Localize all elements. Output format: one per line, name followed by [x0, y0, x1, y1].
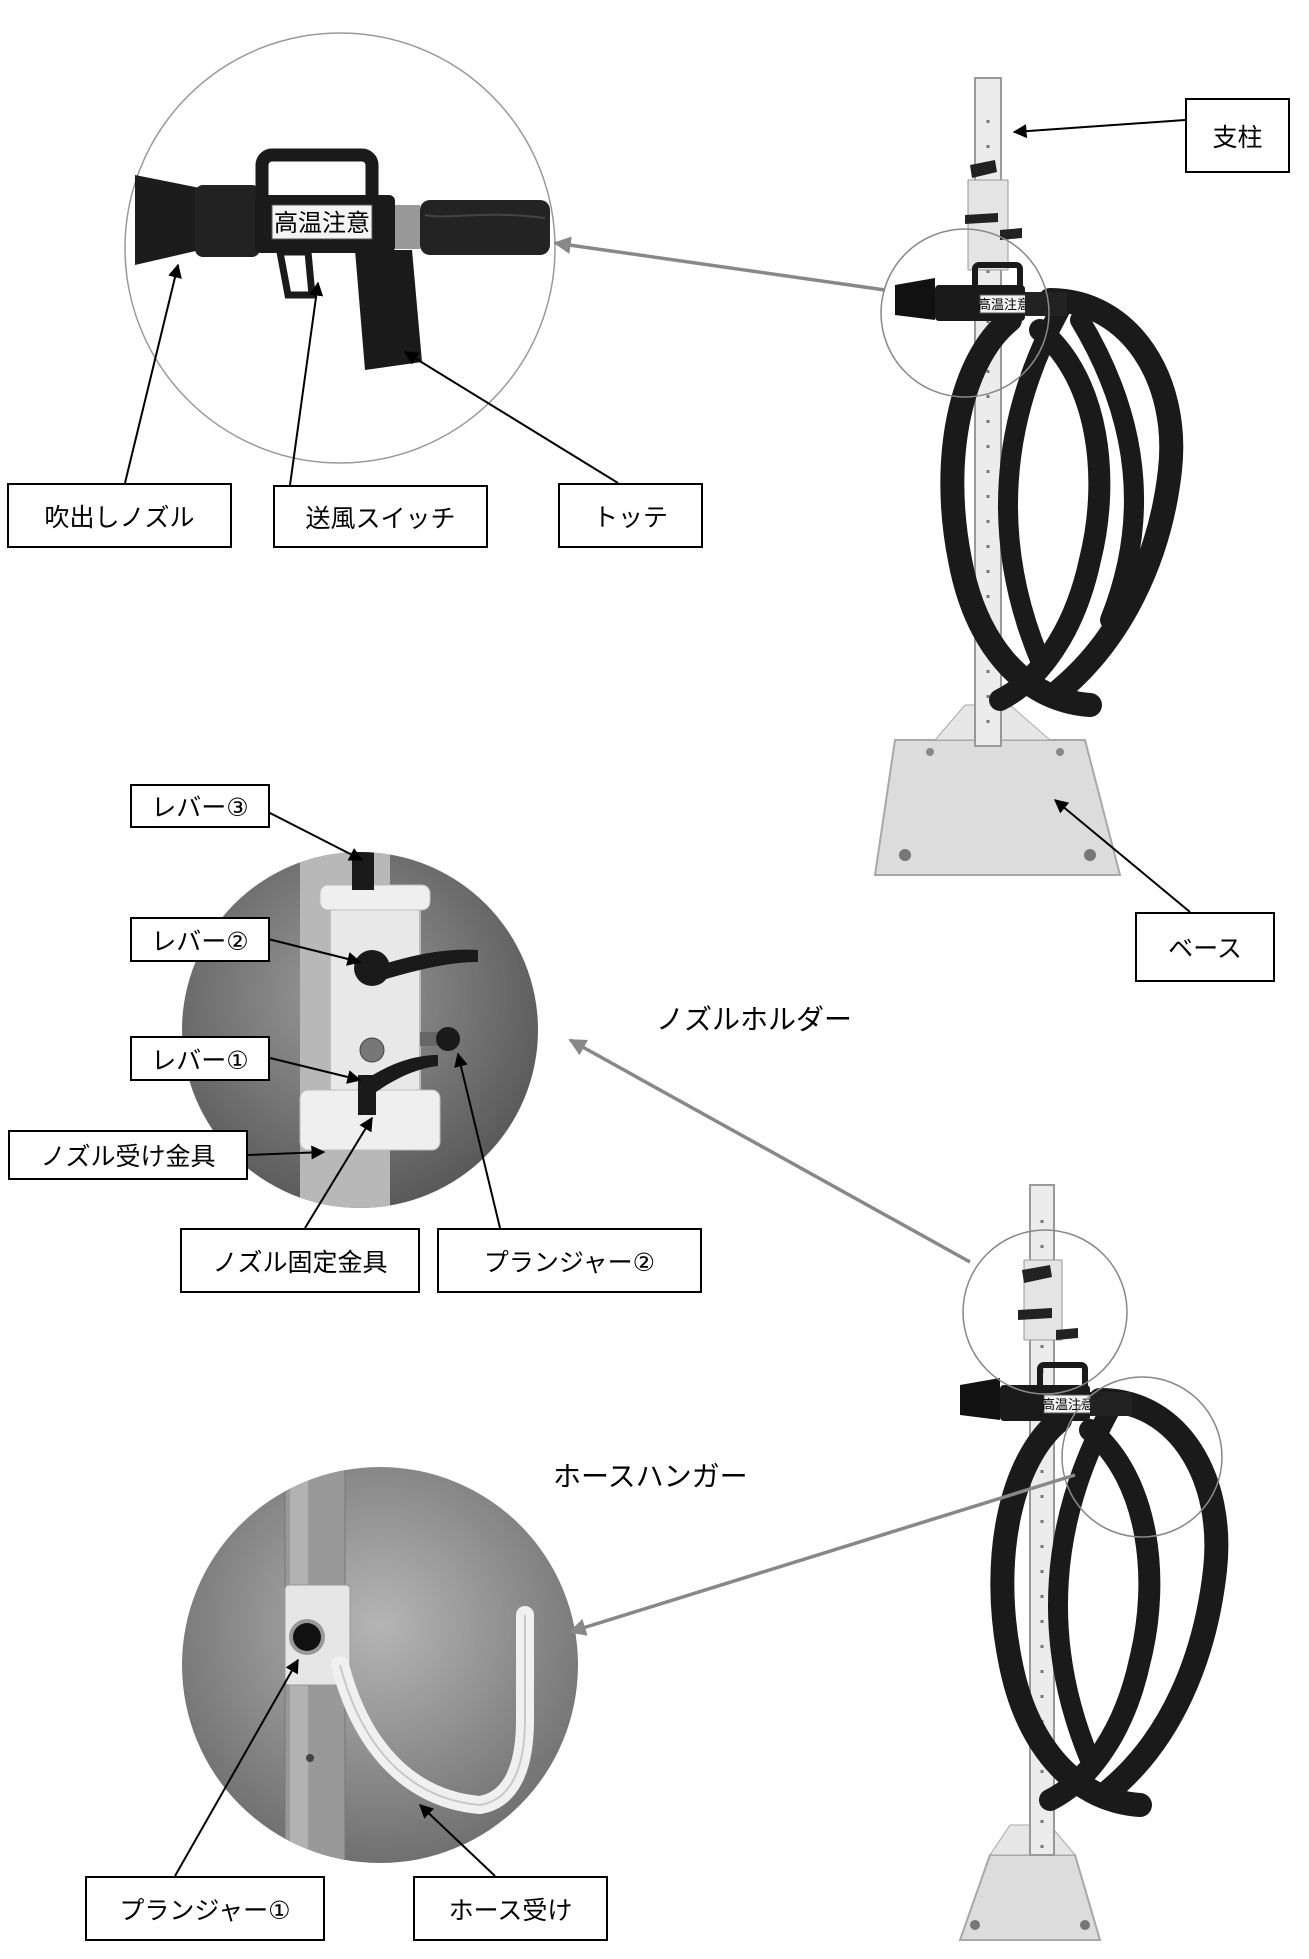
pointer-lever-1: [269, 1057, 362, 1084]
label-base: ベース: [1135, 912, 1275, 982]
hanger-highlight-circle: [1061, 1376, 1223, 1538]
label-nozzle-fixing: ノズル固定金具: [180, 1228, 420, 1293]
stand-photo-bottom: 高温注意: [958, 1184, 1229, 1941]
callout-arrow-holder: [568, 1038, 971, 1264]
label-plunger-1: プランジャー①: [85, 1876, 325, 1941]
label-hose-receiver: ホース受け: [413, 1876, 608, 1941]
label-handle: トッテ: [558, 483, 703, 548]
label-outlet-nozzle: 吹出しノズル: [7, 483, 232, 548]
pointer-nozzle-receiver: [247, 1145, 326, 1160]
section-title-hose-hanger: ホースハンガー: [553, 1460, 748, 1493]
pointer-handle: [403, 351, 619, 484]
pointer-base: [1053, 799, 1191, 913]
pointer-lines: [124, 119, 1191, 1877]
stand-top-warning-label: 高温注意: [978, 297, 1030, 313]
label-plunger-2: プランジャー②: [437, 1228, 702, 1293]
holder-highlight-circle: [962, 1229, 1128, 1395]
stand-bottom-warning-label: 高温注意: [1042, 1397, 1094, 1413]
nozzle-highlight-circle: [880, 228, 1050, 398]
pointer-outlet-nozzle: [124, 263, 182, 484]
pointer-hose-receiver: [418, 1804, 496, 1877]
label-lever-1: レバー①: [130, 1036, 270, 1081]
nozzle-warning-label: 高温注意: [274, 209, 370, 237]
pointer-lever-3: [267, 811, 364, 861]
label-nozzle-receiver: ノズル受け金具: [8, 1130, 248, 1180]
label-blower-switch: 送風スイッチ: [273, 485, 488, 548]
pointer-nozzle-fixing: [304, 1116, 373, 1229]
label-lever-3: レバー③: [130, 784, 270, 828]
pointer-plunger-1: [174, 1658, 299, 1877]
pointer-plunger-2: [454, 1052, 501, 1229]
section-title-nozzle-holder: ノズルホルダー: [656, 1003, 853, 1036]
label-pillar: 支柱: [1185, 98, 1290, 173]
pointer-blower-switch: [289, 281, 324, 486]
stand-photo-top: 高温注意: [873, 77, 1184, 876]
hose-hanger-detail-circle: [182, 1467, 578, 1863]
label-lever-2: レバー②: [130, 917, 270, 962]
callout-arrow-nozzle: [553, 236, 886, 292]
pointer-pillar: [1012, 119, 1186, 139]
pointer-lever-2: [267, 938, 362, 966]
nozzle-detail-circle: 高温注意: [124, 32, 556, 464]
callout-arrow-hanger: [568, 1473, 1076, 1636]
